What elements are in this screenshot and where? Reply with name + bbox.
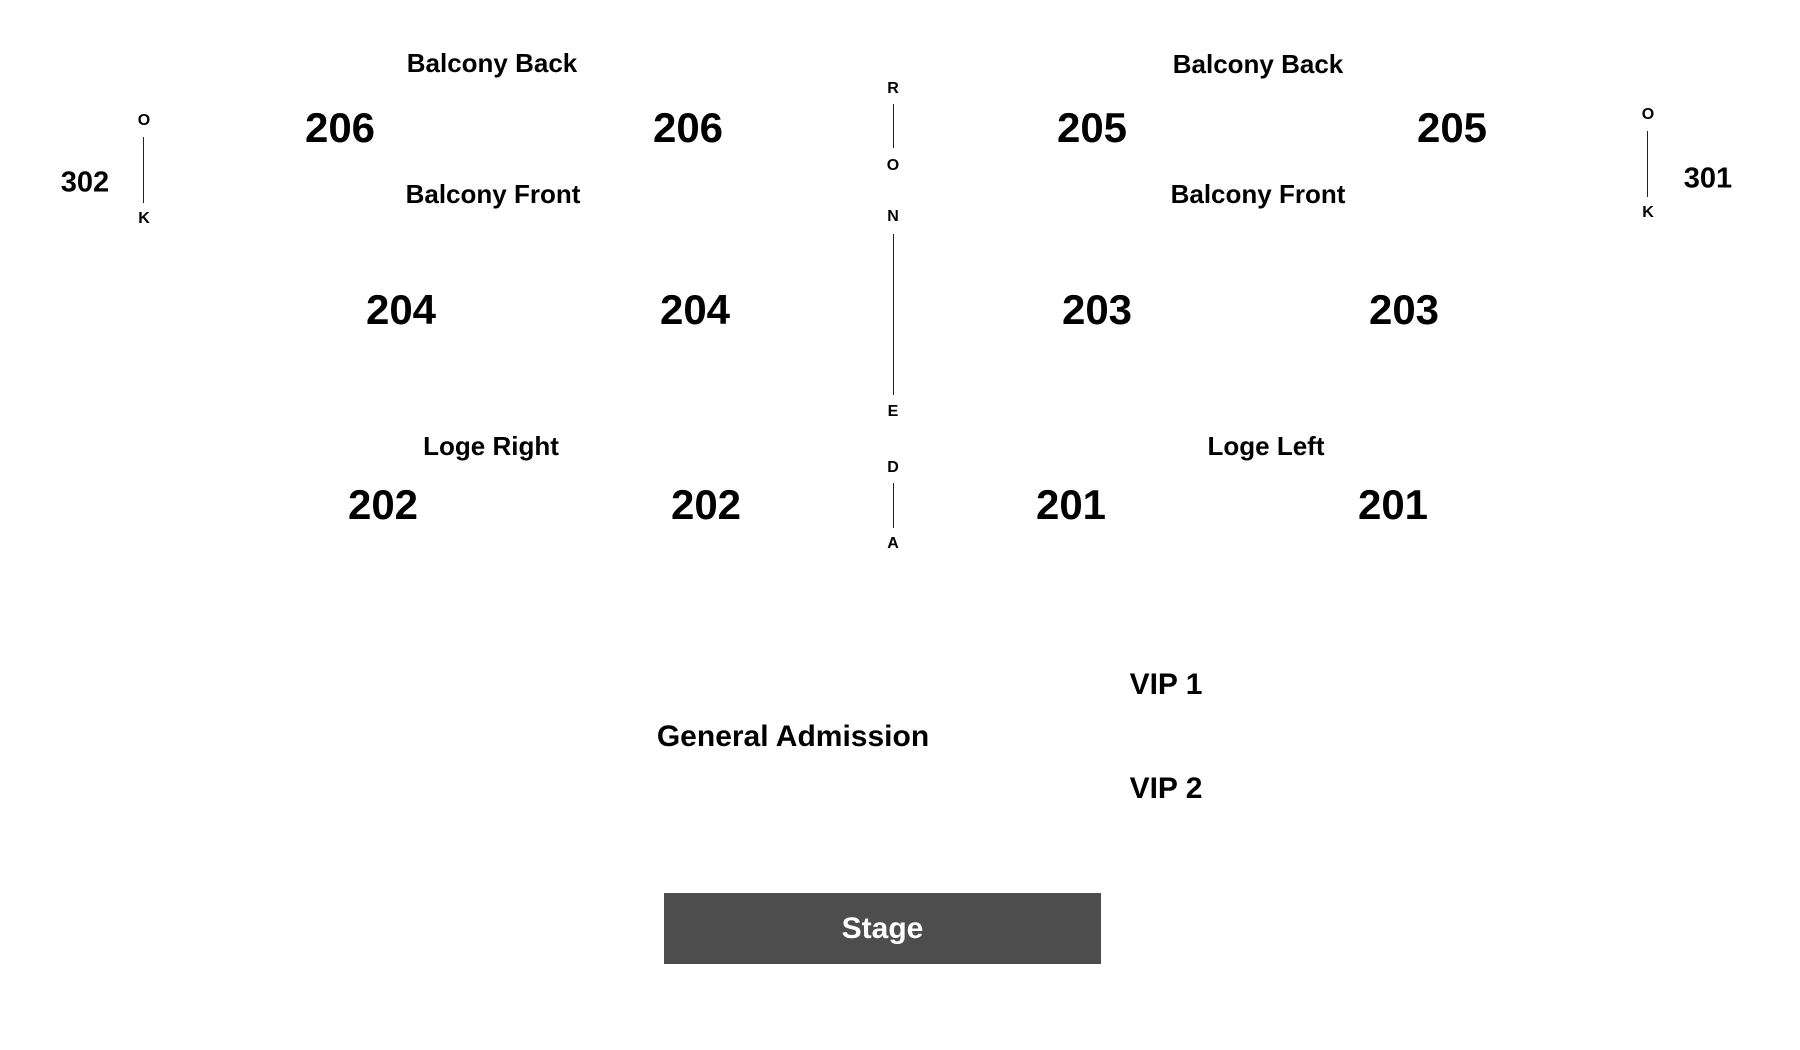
row-label-right-box-k: K bbox=[1642, 204, 1654, 221]
section-302[interactable]: 302 bbox=[60, 166, 110, 199]
row-label-center-o: O bbox=[886, 157, 900, 174]
section-206-left[interactable]: 206 bbox=[304, 104, 376, 151]
zone-label-loge-right: Loge Right bbox=[423, 431, 559, 461]
row-label-center-r: R bbox=[887, 80, 899, 97]
row-divider-left-box bbox=[143, 137, 144, 203]
section-202-left[interactable]: 202 bbox=[347, 481, 419, 528]
section-203-right[interactable]: 203 bbox=[1368, 286, 1440, 333]
section-204-left[interactable]: 204 bbox=[365, 286, 437, 333]
row-label-center-n: N bbox=[887, 208, 899, 225]
row-divider-right-box bbox=[1647, 131, 1648, 197]
zone-label-balcony-front-left: Balcony Front bbox=[405, 179, 581, 209]
row-label-left-box-o: O bbox=[137, 112, 151, 129]
section-203-left[interactable]: 203 bbox=[1061, 286, 1133, 333]
zone-label-balcony-front-right: Balcony Front bbox=[1170, 179, 1346, 209]
row-divider-center-1 bbox=[893, 104, 894, 148]
section-vip-1[interactable]: VIP 1 bbox=[1129, 668, 1203, 701]
zone-label-loge-left: Loge Left bbox=[1207, 431, 1325, 461]
section-vip-2[interactable]: VIP 2 bbox=[1129, 772, 1203, 805]
row-label-center-e: E bbox=[887, 403, 899, 420]
row-label-left-box-k: K bbox=[138, 210, 150, 227]
section-205-left[interactable]: 205 bbox=[1056, 104, 1128, 151]
section-201-left[interactable]: 201 bbox=[1035, 481, 1107, 528]
section-general-admission[interactable]: General Admission bbox=[656, 720, 930, 753]
stage-label: Stage bbox=[841, 911, 924, 945]
row-divider-center-3 bbox=[893, 483, 894, 528]
zone-label-balcony-back-left: Balcony Back bbox=[406, 48, 578, 78]
section-206-right[interactable]: 206 bbox=[652, 104, 724, 151]
row-label-right-box-o: O bbox=[1641, 106, 1655, 123]
section-201-right[interactable]: 201 bbox=[1357, 481, 1429, 528]
zone-label-balcony-back-right: Balcony Back bbox=[1172, 49, 1344, 79]
section-202-right[interactable]: 202 bbox=[670, 481, 742, 528]
stage: Stage bbox=[664, 893, 1101, 964]
section-204-right[interactable]: 204 bbox=[659, 286, 731, 333]
section-205-right[interactable]: 205 bbox=[1416, 104, 1488, 151]
row-label-center-a: A bbox=[887, 535, 899, 552]
row-divider-center-2 bbox=[893, 234, 894, 395]
row-label-center-d: D bbox=[887, 459, 899, 476]
section-301[interactable]: 301 bbox=[1683, 162, 1733, 195]
